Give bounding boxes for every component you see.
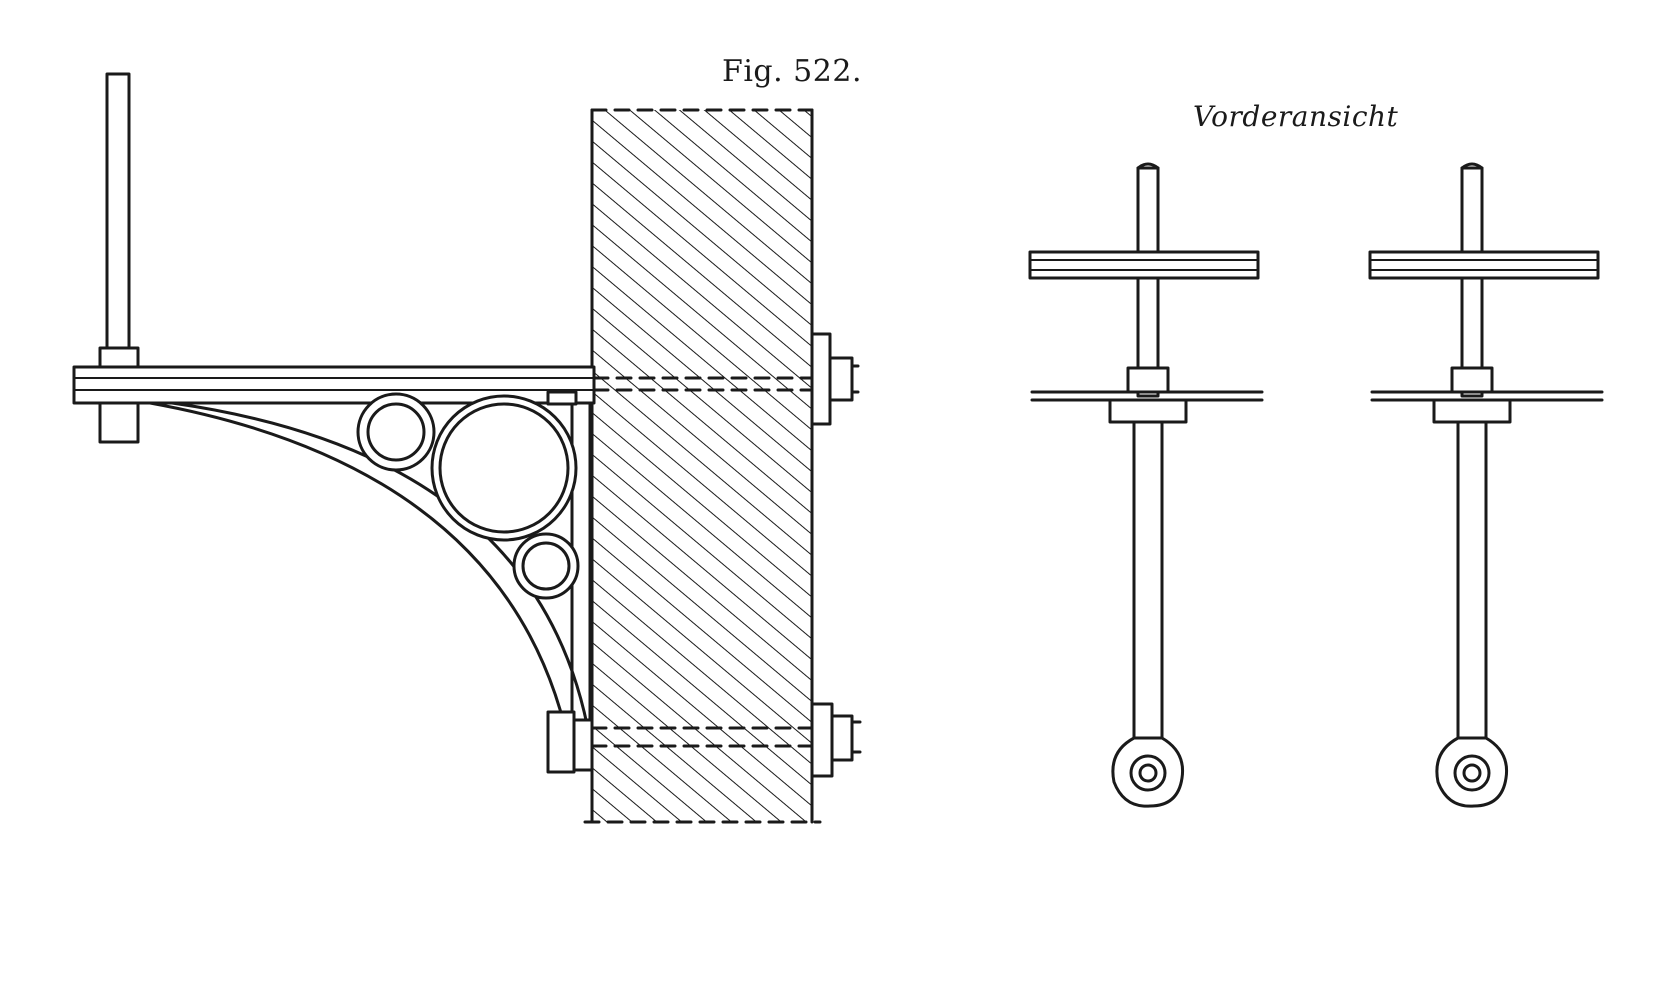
front-view-left [1028, 162, 1264, 808]
front-view-label: Vorderansicht [1193, 100, 1399, 133]
side-view [72, 72, 862, 824]
front-view-right [1368, 162, 1604, 808]
upper-bolt [810, 332, 860, 426]
lower-bolt [546, 702, 862, 778]
pipes [356, 392, 580, 600]
figure-number: Fig. 522. [722, 54, 862, 89]
vertical-rod [98, 72, 140, 444]
wall-section [583, 108, 822, 824]
pipe-large [430, 394, 578, 542]
